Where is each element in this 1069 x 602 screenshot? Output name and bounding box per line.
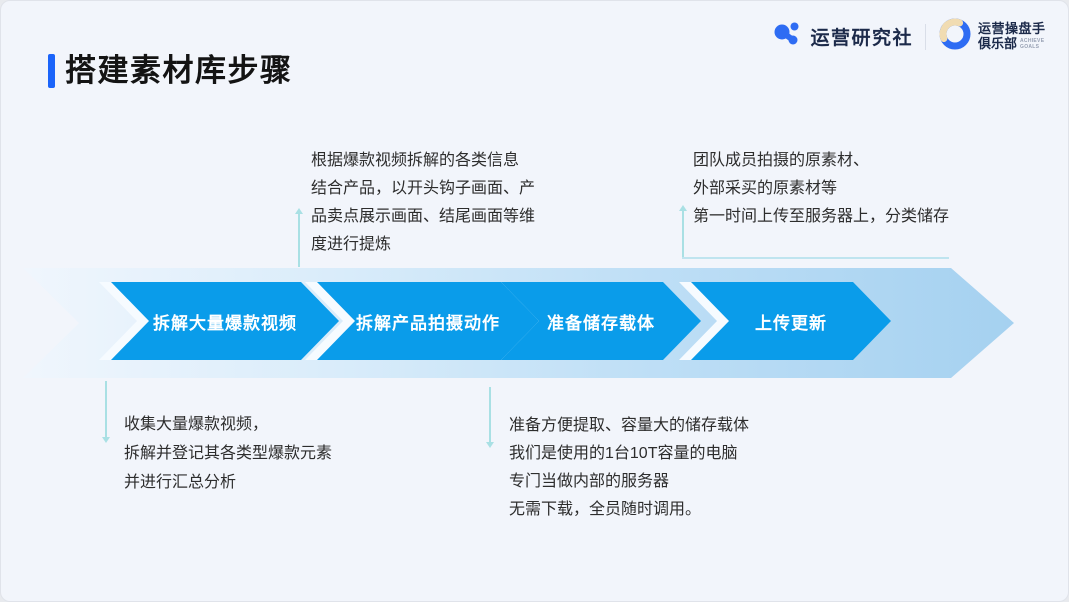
step-arrow-3: 准备储存载体 [501, 282, 701, 360]
connector-arrowhead [679, 205, 687, 211]
connector-bottom-middle [486, 387, 494, 448]
logo-club-tagline: ACHIEVE GOALS [1020, 37, 1045, 50]
step-label-2: 拆解产品拍摄动作 [356, 313, 500, 333]
page-title: 搭建素材库步骤 [65, 53, 293, 88]
logo-club-text: 运营操盘手 俱乐部 ACHIEVE GOALS [977, 20, 1052, 52]
connector-top-middle [295, 208, 303, 267]
connector-arrowhead [295, 208, 303, 214]
logo-group: 运营研究社 运营操盘手 俱乐部 ACHIEVE GOALS [773, 17, 1052, 56]
connector-top-right-horizontal [682, 257, 949, 259]
logo-club-line1: 运营操盘手 [977, 20, 1046, 36]
step-label-1: 拆解大量爆款视频 [153, 313, 297, 333]
logo-separator [924, 23, 926, 50]
logo-yunying-yanjiushe: 运营研究社 [773, 19, 913, 54]
note-bottom-middle: 准备方便提取、容量大的储存载体 我们是使用的1台10T容量的电脑 专门当做内部的… [509, 417, 750, 518]
connector-arrowhead [102, 437, 110, 443]
molecule-dots-icon [773, 19, 803, 54]
logo-caopanshou-club: 运营操盘手 俱乐部 ACHIEVE GOALS [938, 17, 1052, 56]
connector-arrowhead [486, 442, 494, 448]
logo-club-name: 俱乐部 [977, 35, 1017, 51]
note-bottom-left: 收集大量爆款视频， 拆解并登记其各类型爆款元素 并进行汇总分析 [124, 416, 333, 491]
ring-icon [938, 17, 972, 56]
logo-society-name: 运营研究社 [810, 28, 913, 49]
note-top-middle: 根据爆款视频拆解的各类信息 结合产品，以开头钩子画面、产 品卖点展示画面、结尾画… [311, 152, 536, 253]
note-top-right: 团队成员拍摄的原素材、 外部采买的原素材等 第一时间上传至服务器上，分类储存 [693, 152, 950, 225]
step-label-3: 准备储存载体 [547, 313, 655, 333]
step-label-4: 上传更新 [755, 313, 827, 333]
title-accent-bar [48, 54, 55, 88]
logo-club-line2: 俱乐部 ACHIEVE GOALS [977, 35, 1052, 52]
step-arrow-1: 拆解大量爆款视频 [111, 282, 339, 360]
connector-top-right-vertical [679, 205, 687, 258]
connector-bottom-left [102, 381, 110, 443]
